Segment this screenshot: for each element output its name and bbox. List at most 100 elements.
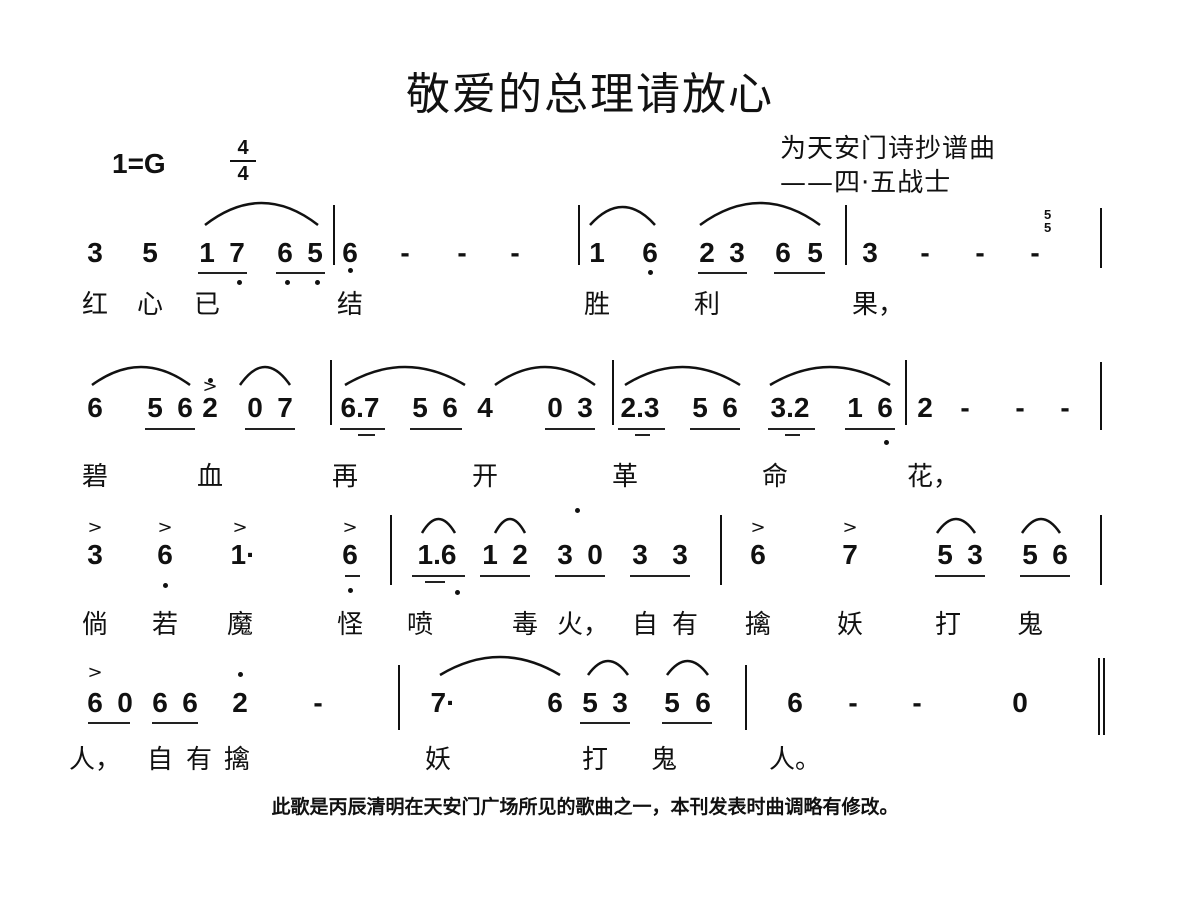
accent-mark: > [842, 517, 858, 538]
note: 6 [87, 687, 103, 718]
dash-mark: - [975, 237, 985, 268]
note: 5 [582, 687, 598, 718]
accent-mark: > [342, 517, 358, 538]
lyric: 利 [693, 290, 721, 320]
note: 2 [699, 237, 715, 268]
note: 6 [877, 392, 893, 423]
note: 3 [612, 687, 628, 718]
note: 6 [342, 539, 358, 570]
note: 2 [512, 539, 528, 570]
note: 2 [232, 687, 248, 718]
lyric: 魔 [226, 610, 254, 640]
note: 6 [775, 237, 791, 268]
lyric: 有 [185, 745, 213, 775]
note: 5 [807, 237, 823, 268]
lyric: 打 [934, 610, 962, 640]
underline [935, 575, 985, 577]
underline [698, 272, 747, 274]
underline [425, 581, 445, 583]
slur-arc [344, 365, 466, 387]
dash-mark: - [1030, 237, 1040, 268]
credit-line-1: 为天安门诗抄谱曲 [780, 134, 997, 164]
lyric: 人， [68, 745, 122, 775]
note: 6 [442, 392, 458, 423]
note: 3 [577, 392, 593, 423]
bar-line [578, 205, 580, 265]
bar-line [845, 205, 847, 265]
note: 0 [547, 392, 563, 423]
lyric: 开 [471, 462, 499, 492]
lyric: 打 [581, 745, 609, 775]
note: 0 [1012, 687, 1028, 718]
accent-mark: > [87, 662, 103, 683]
octave-dot [238, 672, 243, 677]
note: 3 [729, 237, 745, 268]
bar-line [720, 515, 722, 585]
note: 7 [229, 237, 245, 268]
note: 3 [87, 237, 103, 268]
slur-arc [439, 655, 561, 677]
dash-mark: - [400, 237, 410, 268]
underline [410, 428, 462, 430]
bar-line [1100, 515, 1102, 585]
bar-line [905, 360, 907, 425]
lyric: 妖 [424, 745, 452, 775]
note: 6 [87, 392, 103, 423]
grace-notes: 5 5 [1044, 208, 1051, 234]
octave-dot [315, 280, 320, 285]
note: 3 [967, 539, 983, 570]
slur-arc [935, 517, 977, 534]
note: 0 [247, 392, 263, 423]
note: 6 [152, 687, 168, 718]
lyric: 有 [671, 610, 699, 640]
grace-note: 5 [1044, 207, 1052, 222]
note: 6 [157, 539, 173, 570]
underline [358, 434, 375, 436]
underline [145, 428, 195, 430]
lyric: 擒 [744, 610, 772, 640]
underline [774, 272, 825, 274]
note: 6 [750, 539, 766, 570]
time-signature: 4 4 [230, 138, 256, 184]
key-signature: 1=G [112, 148, 166, 179]
lyric: 花， [906, 462, 960, 492]
accent-mark: > [202, 376, 218, 397]
lyric: 结 [336, 290, 364, 320]
slur-arc [589, 205, 656, 226]
underline [480, 575, 530, 577]
slur-arc [1020, 517, 1062, 534]
underline [690, 428, 740, 430]
dash-mark: - [510, 237, 520, 268]
bar-line [1100, 208, 1102, 268]
underline [618, 428, 665, 430]
note: 2.3 [620, 392, 660, 423]
note: 6 [177, 392, 193, 423]
octave-dot [285, 280, 290, 285]
lyric: 红 [81, 290, 109, 320]
note: 7 [277, 392, 293, 423]
accent-mark: > [87, 517, 103, 538]
accent-mark: > [157, 517, 173, 538]
credit-line-2: ——四·五战士 [780, 168, 952, 198]
underline [785, 434, 800, 436]
bar-line [333, 205, 335, 265]
underline [276, 272, 325, 274]
note: 5 [664, 687, 680, 718]
lyric: 血 [196, 462, 224, 492]
underline [88, 722, 130, 724]
note: 6 [642, 237, 658, 268]
time-signature-bottom: 4 [237, 163, 249, 185]
bar-line [612, 360, 614, 425]
note: 3 [632, 539, 648, 570]
octave-dot [648, 270, 653, 275]
octave-dot [163, 583, 168, 588]
note: 5 [937, 539, 953, 570]
note: 3 [557, 539, 573, 570]
lyric: 碧 [81, 462, 109, 492]
slur-arc [91, 365, 191, 387]
note: 1 [482, 539, 498, 570]
lyric: 火， [556, 610, 610, 640]
octave-dot [348, 588, 353, 593]
slur-arc [665, 659, 710, 676]
note: 1 [847, 392, 863, 423]
